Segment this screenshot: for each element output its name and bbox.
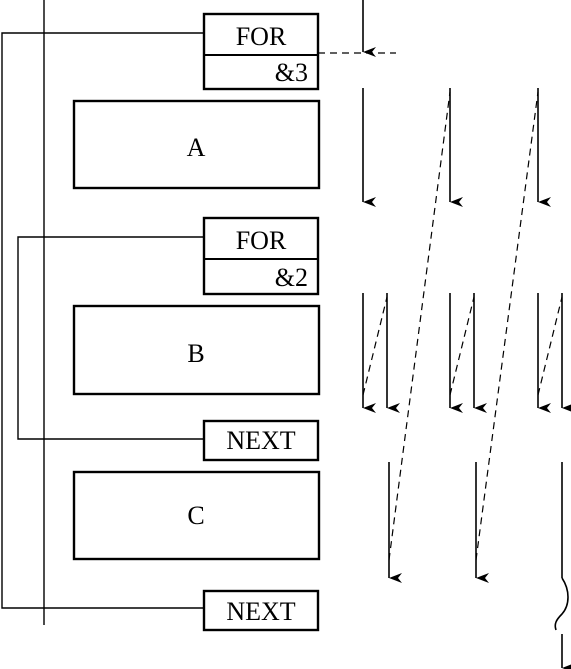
pass1-inner-return [362, 296, 388, 396]
outer-loop-bracket [1, 32, 204, 609]
pass2-inner-return [449, 296, 475, 396]
block-b-label: B [187, 339, 204, 368]
exit-curl [554, 577, 569, 631]
block-c-label: C [187, 501, 204, 530]
pass1-outer-return [388, 91, 451, 561]
for-inner-box: FOR &2 [202, 216, 320, 296]
execution-flow [318, 0, 571, 669]
for-inner-keyword: FOR [236, 226, 287, 255]
pass3-inner-return [537, 296, 563, 396]
block-a: A [72, 99, 321, 190]
next-outer-box: NEXT [202, 589, 320, 632]
pass2-outer-return [475, 91, 539, 561]
inner-loop-bracket [17, 236, 204, 440]
next-outer-label: NEXT [226, 597, 295, 626]
block-a-label: A [187, 133, 206, 162]
for-inner-count: &2 [275, 263, 308, 292]
block-b: B [72, 304, 321, 396]
for-outer-count: &3 [275, 58, 308, 87]
for-outer-box: FOR &3 [202, 12, 320, 91]
for-outer-keyword: FOR [236, 22, 287, 51]
next-inner-label: NEXT [226, 426, 295, 455]
block-c: C [72, 470, 321, 561]
next-inner-box: NEXT [202, 419, 320, 462]
